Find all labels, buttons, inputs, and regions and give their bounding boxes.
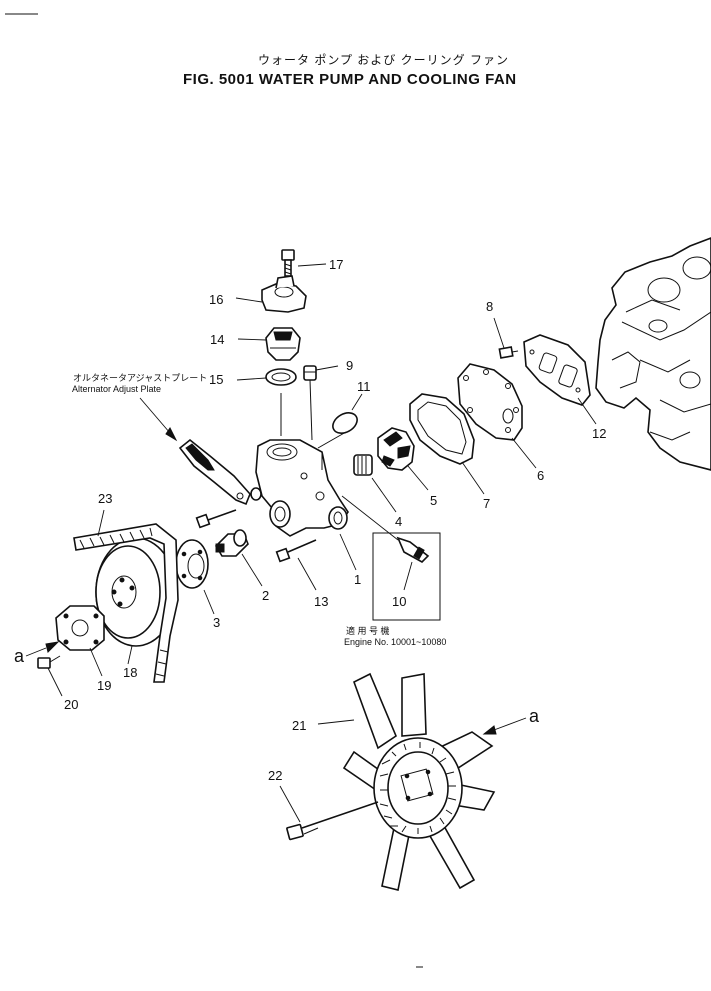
callout-2: 2 <box>262 588 269 603</box>
part-4-seal <box>353 454 373 476</box>
part-3-hub <box>175 539 209 589</box>
part-12-gasket <box>523 334 591 406</box>
callout-11: 11 <box>357 379 371 394</box>
part-15-gasket-ring <box>265 368 297 386</box>
part-21-cooling-fan <box>342 672 496 891</box>
part-23-v-belt <box>73 523 179 683</box>
part-1-pump-body <box>255 439 349 537</box>
part-22-bolt <box>286 801 379 841</box>
plate-bolt <box>195 509 237 529</box>
ref-a-left: a <box>14 646 25 666</box>
part-17-bolt <box>281 249 295 277</box>
title-english: FIG. 5001 WATER PUMP AND COOLING FAN <box>183 71 517 88</box>
callout-19: 19 <box>97 678 111 693</box>
callout-7: 7 <box>483 496 490 511</box>
callout-10: 10 <box>392 594 406 609</box>
part-20-bolt <box>37 655 61 669</box>
callout-8: 8 <box>486 299 493 314</box>
alternator-adjust-plate <box>178 438 251 506</box>
callout-21: 21 <box>292 718 306 733</box>
part-5-impeller <box>377 427 415 471</box>
part-14-thermostat <box>265 327 301 361</box>
callout-15: 15 <box>209 372 223 387</box>
callout-12: 12 <box>592 426 606 441</box>
callout-6: 6 <box>537 468 544 483</box>
part-16-water-outlet <box>261 275 307 313</box>
part-6-cover-plate <box>457 363 523 441</box>
part-9-plug <box>303 365 317 381</box>
ref-a-right: a <box>529 706 540 726</box>
part-18-pulley <box>95 537 177 647</box>
note-applicable-english: Engine No. 10001~10080 <box>344 637 446 647</box>
callout-16: 16 <box>209 292 223 307</box>
plate-nut <box>250 487 262 501</box>
callout-4: 4 <box>395 514 402 529</box>
callout-1: 1 <box>354 572 361 587</box>
callout-5: 5 <box>430 493 437 508</box>
part-8-bolt <box>498 346 519 359</box>
note-applicable-japanese: 適 用 号 機 <box>346 625 390 636</box>
callout-20: 20 <box>64 697 78 712</box>
callout-22: 22 <box>268 768 282 783</box>
callout-17: 17 <box>329 257 343 272</box>
title-japanese: ウォータ ポンプ および クーリング ファン <box>258 53 509 67</box>
engine-range-box <box>372 532 441 621</box>
part-10-sensor <box>396 536 430 563</box>
callout-13: 13 <box>314 594 328 609</box>
part-11-o-ring <box>332 412 358 434</box>
callout-9: 9 <box>346 358 353 373</box>
note-alternator-english: Alternator Adjust Plate <box>72 384 161 394</box>
part-19-spacer <box>55 605 105 651</box>
callout-3: 3 <box>213 615 220 630</box>
part-2-shaft <box>214 529 249 557</box>
part-13-bolt <box>275 539 317 563</box>
engine-block <box>595 237 711 471</box>
callout-14: 14 <box>210 332 224 347</box>
callout-23: 23 <box>98 491 112 506</box>
note-alternator-japanese: オルタネータアジャストプレート <box>73 373 207 383</box>
part-7-gasket <box>409 393 475 465</box>
callout-18: 18 <box>123 665 137 680</box>
